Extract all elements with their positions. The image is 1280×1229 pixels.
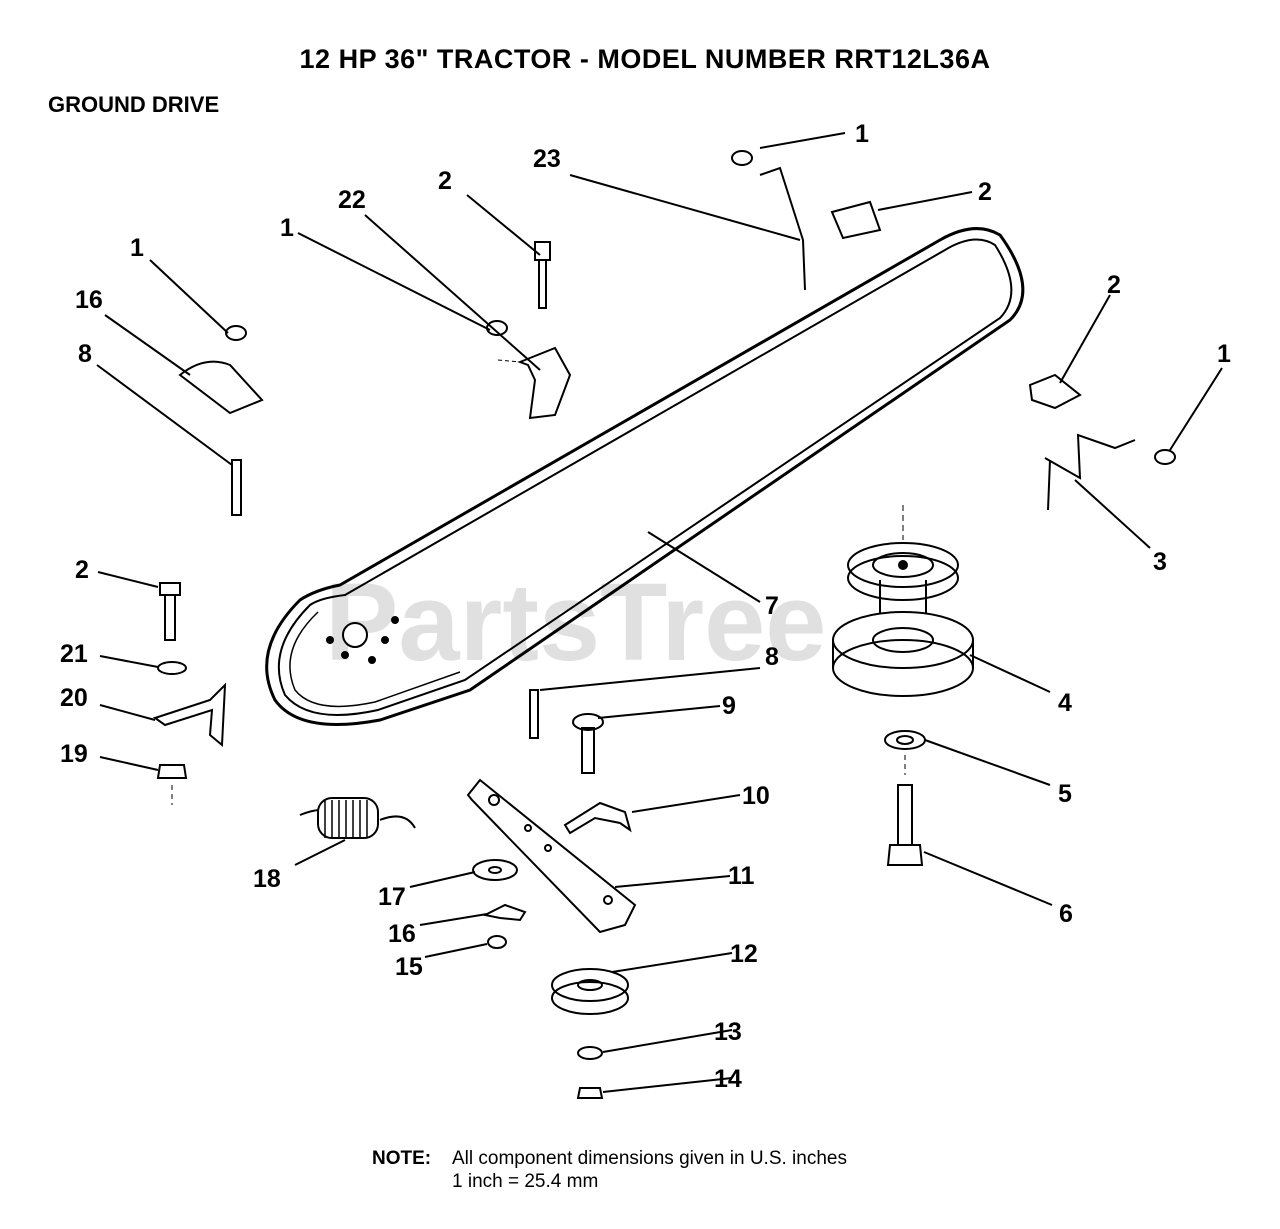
callout-20: 20 bbox=[60, 684, 88, 712]
callout-1: 1 bbox=[130, 234, 144, 262]
left-washer bbox=[157, 661, 187, 675]
note-line-1: All component dimensions given in U.S. i… bbox=[452, 1148, 847, 1169]
transmission-pulley bbox=[326, 616, 399, 664]
callout-12: 12 bbox=[730, 940, 758, 968]
left-bolt bbox=[159, 582, 181, 641]
callout-1: 1 bbox=[855, 120, 869, 148]
note-label: NOTE: bbox=[372, 1148, 432, 1169]
callout-8: 8 bbox=[765, 643, 779, 671]
belt-guide-22 bbox=[497, 241, 572, 420]
engine-washer bbox=[884, 730, 926, 750]
callout-7: 7 bbox=[765, 592, 779, 620]
callout-2: 2 bbox=[75, 556, 89, 584]
callout-15: 15 bbox=[395, 953, 423, 981]
callout-13: 13 bbox=[714, 1018, 742, 1046]
left-bracket bbox=[152, 682, 227, 748]
belt-guide-3 bbox=[1028, 373, 1176, 511]
engine-pulley bbox=[832, 505, 974, 697]
top-left-nut bbox=[225, 325, 247, 341]
callout-2: 2 bbox=[978, 178, 992, 206]
callout-5: 5 bbox=[1058, 780, 1072, 808]
callout-16: 16 bbox=[75, 286, 103, 314]
callout-3: 3 bbox=[1153, 548, 1167, 576]
callout-16: 16 bbox=[388, 920, 416, 948]
callout-11: 11 bbox=[728, 862, 755, 890]
callout-8: 8 bbox=[78, 340, 92, 368]
engine-washer-hole bbox=[896, 735, 914, 745]
clip-16 bbox=[481, 903, 527, 922]
idler-bracket bbox=[466, 778, 637, 934]
callout-1: 1 bbox=[1217, 340, 1231, 368]
top-left-clip bbox=[178, 360, 264, 415]
callout-17: 17 bbox=[378, 883, 406, 911]
idler-arm-bracket bbox=[563, 801, 632, 835]
callout-23: 23 bbox=[533, 145, 561, 173]
callout-19: 19 bbox=[60, 740, 88, 768]
idler-pulley bbox=[551, 968, 629, 1015]
top-left-stud bbox=[231, 459, 242, 516]
section-title: GROUND DRIVE bbox=[48, 92, 220, 117]
spacer-17 bbox=[472, 859, 518, 881]
callout-2: 2 bbox=[438, 167, 452, 195]
nut-15 bbox=[487, 935, 507, 949]
note-line-2: 1 inch = 25.4 mm bbox=[452, 1171, 599, 1192]
dimension-note: NOTE: All component dimensions given in U… bbox=[372, 1147, 847, 1193]
callout-2: 2 bbox=[1107, 271, 1121, 299]
idler-stud bbox=[529, 689, 539, 739]
callout-labels: 1 2 23 2 22 1 1 16 8 2 1 3 7 2 21 20 19 … bbox=[60, 120, 1231, 1093]
left-nut bbox=[156, 764, 188, 779]
callout-9: 9 bbox=[722, 692, 736, 720]
idler-washer bbox=[577, 1046, 603, 1060]
callout-1: 1 bbox=[280, 214, 294, 242]
belt-guide-23 bbox=[731, 150, 882, 291]
idler-nut bbox=[576, 1087, 604, 1099]
engine-bolt bbox=[886, 784, 924, 866]
leader-lines bbox=[96, 132, 1223, 1093]
callout-14: 14 bbox=[714, 1065, 742, 1093]
tension-spring bbox=[299, 797, 416, 839]
callout-18: 18 bbox=[253, 865, 281, 893]
watermark: PartsTree bbox=[325, 561, 826, 684]
callout-10: 10 bbox=[742, 782, 770, 810]
callout-21: 21 bbox=[60, 640, 88, 668]
callout-6: 6 bbox=[1059, 900, 1073, 928]
callout-22: 22 bbox=[338, 186, 366, 214]
carriage-bolt bbox=[572, 713, 604, 774]
drive-belt bbox=[265, 227, 1025, 726]
callout-4: 4 bbox=[1058, 689, 1072, 717]
page-title: 12 HP 36" TRACTOR - MODEL NUMBER RRT12L3… bbox=[299, 44, 991, 74]
